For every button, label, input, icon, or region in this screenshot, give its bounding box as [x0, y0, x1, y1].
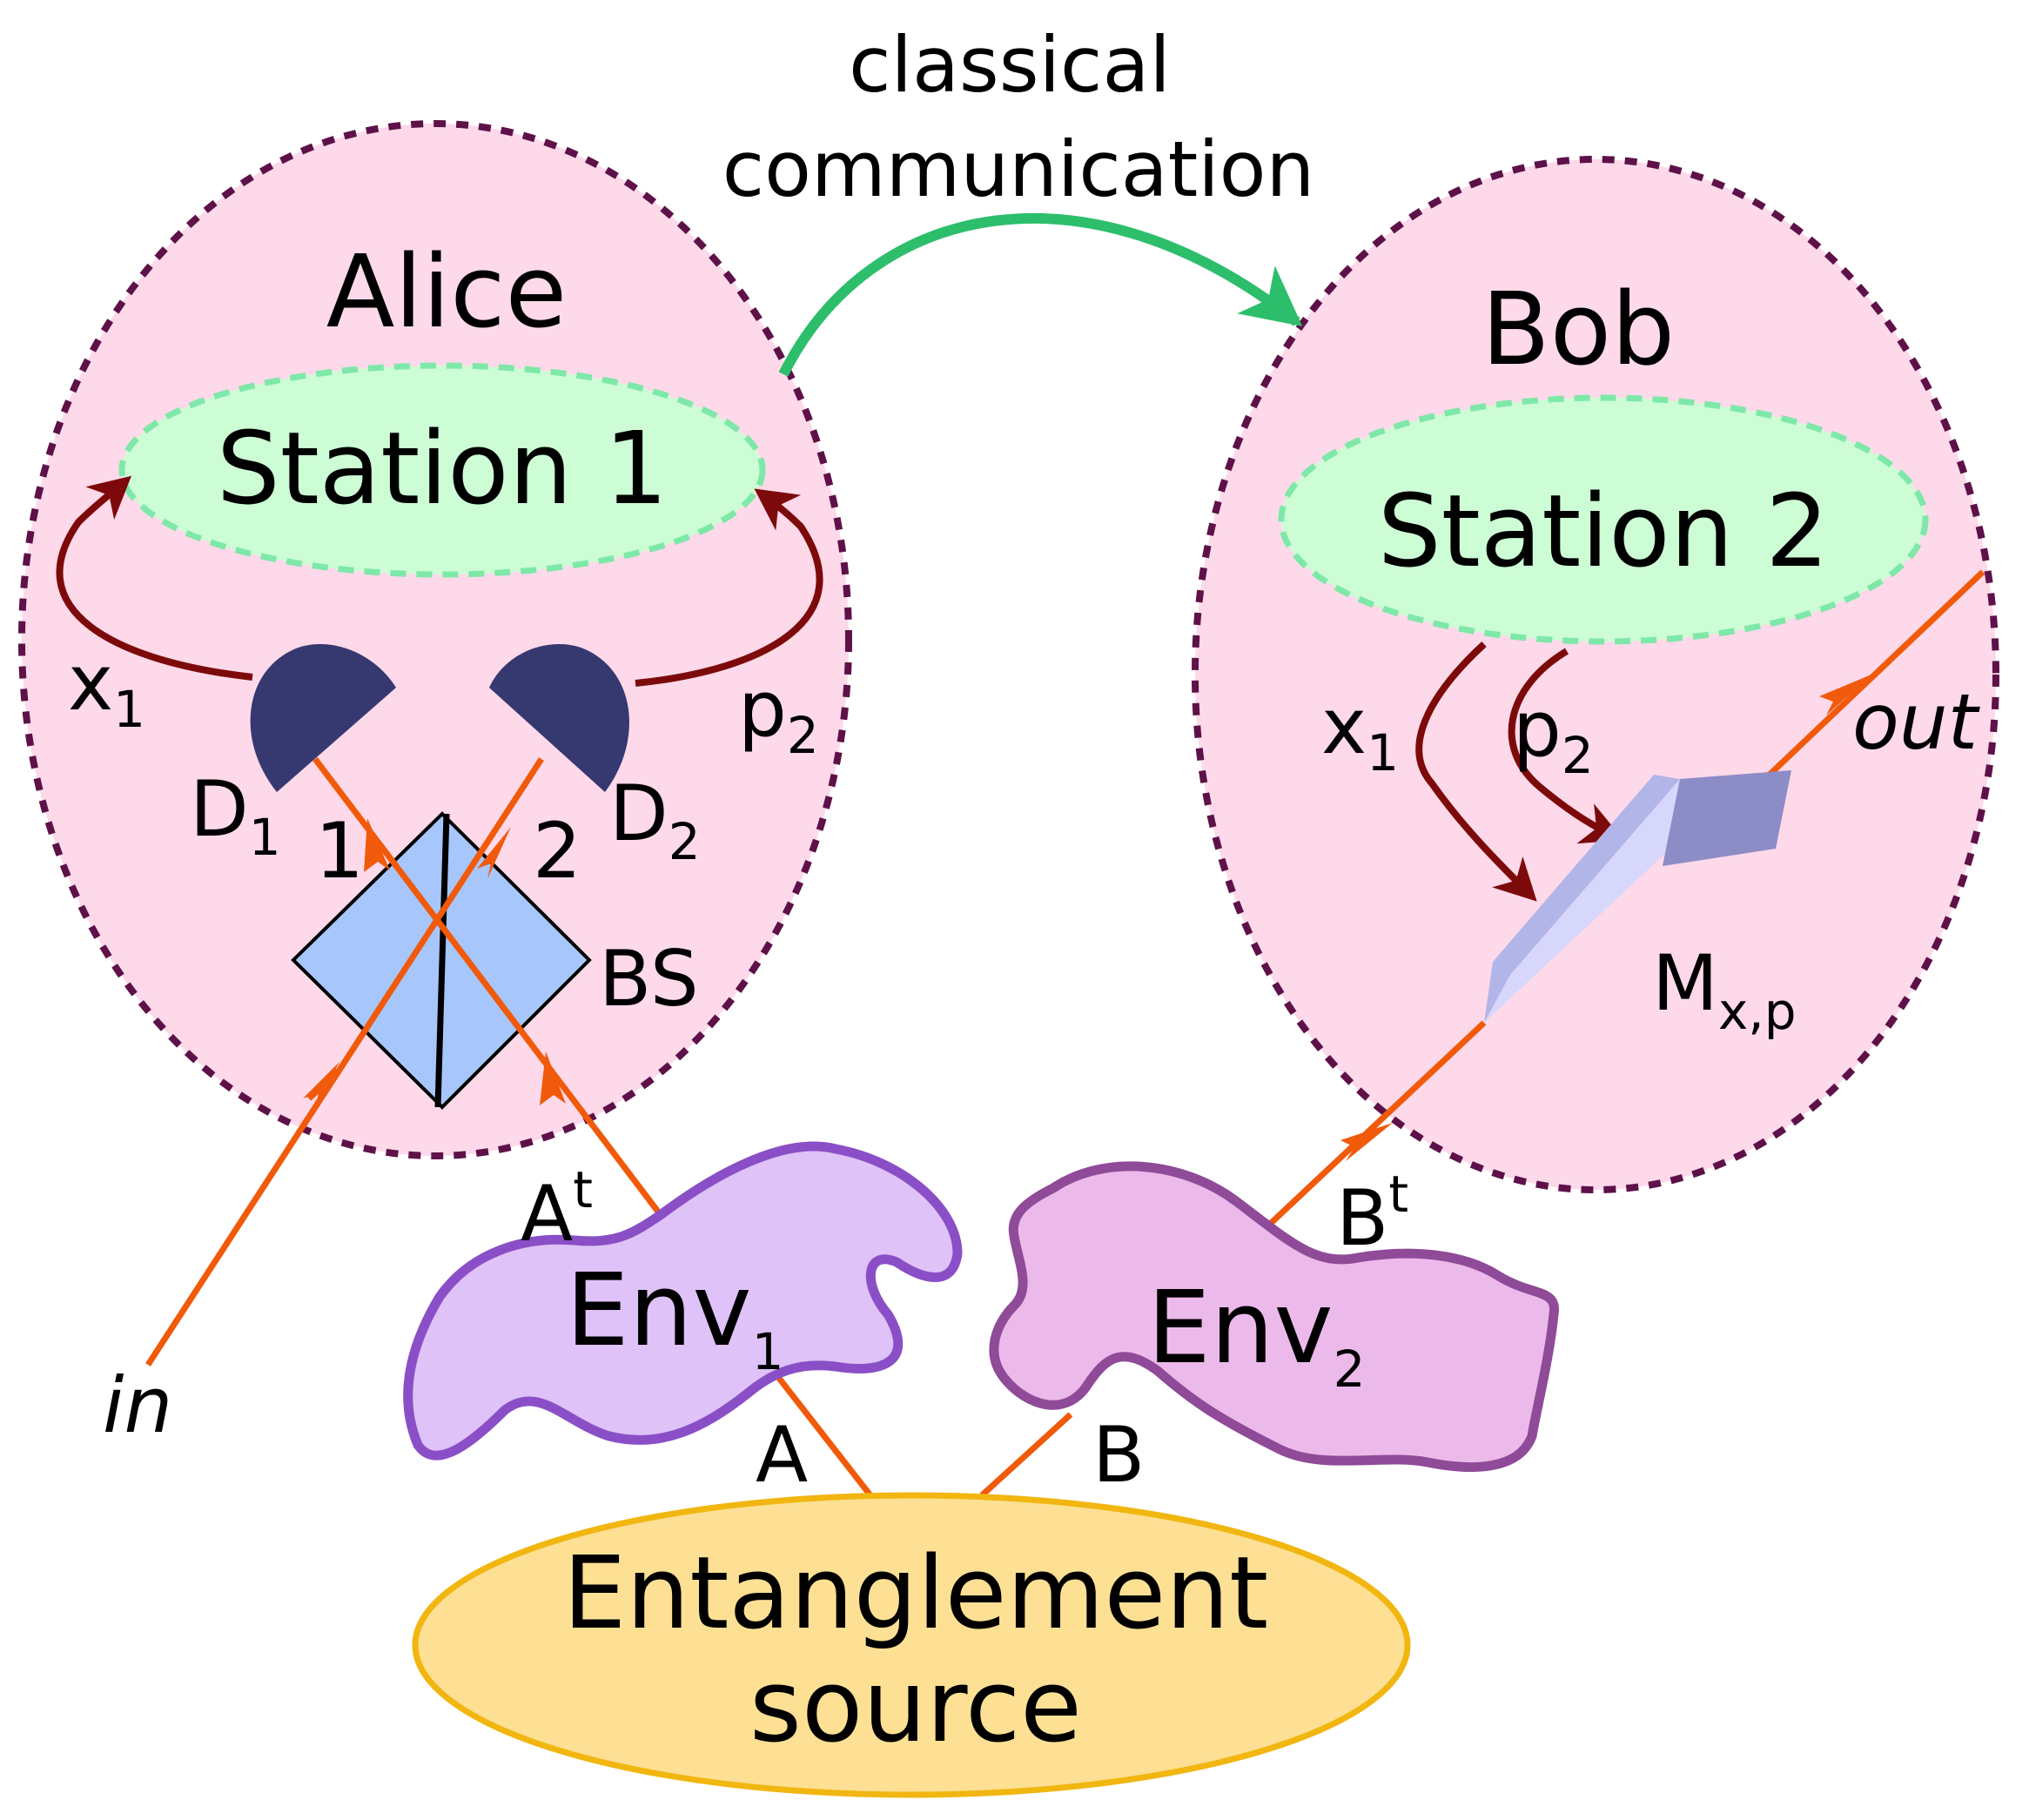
bob-title: Bob	[1481, 272, 1675, 388]
station-1-label: Station 1	[217, 411, 668, 527]
env2-label: Env2	[1147, 1270, 1366, 1399]
env1: Env1	[403, 1141, 963, 1461]
detector-d1-label: D1	[190, 764, 281, 867]
station-2	[1278, 394, 1929, 645]
detector-d2-icon	[489, 644, 629, 792]
bt-arrowhead	[1340, 1123, 1393, 1161]
p2-outcome-arrow	[635, 488, 823, 687]
bob-x1-label: x1	[1321, 682, 1399, 782]
alice-outcome-arrows	[56, 475, 823, 687]
input-beam	[145, 757, 544, 1367]
bob-p2-arrow	[1508, 648, 1624, 844]
b-beam	[979, 1412, 1073, 1498]
alice-boundary	[18, 120, 852, 1159]
bob-x1-arrow	[1415, 641, 1537, 902]
modulator	[1484, 770, 1791, 1023]
env2-shape	[989, 1161, 1560, 1473]
modulator-side-face	[1484, 775, 1680, 1023]
source-label-line1: Entanglement	[563, 1535, 1268, 1652]
modulator-end-face	[1663, 770, 1791, 866]
alice-title: Alice	[326, 234, 568, 351]
bt-beam	[1264, 1020, 1487, 1230]
at-arrowhead	[540, 1051, 566, 1105]
classical-label-line1: classical	[849, 20, 1171, 110]
env1-shape	[403, 1141, 963, 1461]
detectors	[250, 644, 629, 792]
beam-splitter-surface	[434, 813, 450, 1108]
out-label: out	[1852, 677, 1981, 767]
beam-splitter: BS	[291, 811, 699, 1110]
mode-bt-label: Bt	[1336, 1165, 1408, 1263]
entanglement-source-shape	[412, 1492, 1411, 1798]
station-1	[118, 362, 766, 578]
classical-arrow	[778, 213, 1303, 377]
mode-b-label: B	[1092, 1410, 1145, 1500]
detector-d2-label: D2	[609, 769, 701, 871]
x1-outcome-arrow	[56, 475, 253, 681]
env2: Env2	[989, 1161, 1560, 1473]
env1-label: Env1	[566, 1253, 784, 1381]
modulator-label: Mx,p	[1652, 938, 1797, 1041]
mode-at-label: At	[521, 1160, 593, 1259]
out-arrowhead	[1819, 675, 1871, 715]
port1-arrowhead	[364, 818, 390, 872]
alice-region: Alice Station 1	[18, 120, 852, 1159]
a-beam	[772, 1370, 873, 1498]
bob-boundary	[1192, 156, 1999, 1193]
classical-label-line2: communication	[722, 124, 1315, 214]
in-label: in	[103, 1360, 172, 1450]
detector-d1-icon	[250, 644, 396, 792]
station-2-label: Station 2	[1378, 473, 1830, 590]
port2-arrowhead	[477, 827, 511, 879]
mode-a-label: A	[756, 1410, 808, 1500]
beam-arrowheads	[303, 675, 1871, 1161]
bs-label: BS	[599, 934, 699, 1024]
alice-p2-label: p2	[738, 664, 819, 765]
port-1-label: 1	[315, 806, 364, 896]
source-label-line2: source	[749, 1649, 1082, 1765]
modulator-top-face	[1484, 779, 1696, 1023]
bob-p2-label: p2	[1513, 684, 1594, 785]
classical-communication: classical communication	[722, 20, 1315, 377]
entanglement-source: Entanglement source	[412, 1492, 1411, 1798]
alice-x1-label: x1	[68, 638, 145, 739]
bob-region: Bob Station 2	[1192, 156, 1999, 1193]
input-arrowhead	[303, 1062, 339, 1110]
port-2-label: 2	[533, 806, 581, 896]
bob-input-arrows	[1415, 641, 1624, 902]
